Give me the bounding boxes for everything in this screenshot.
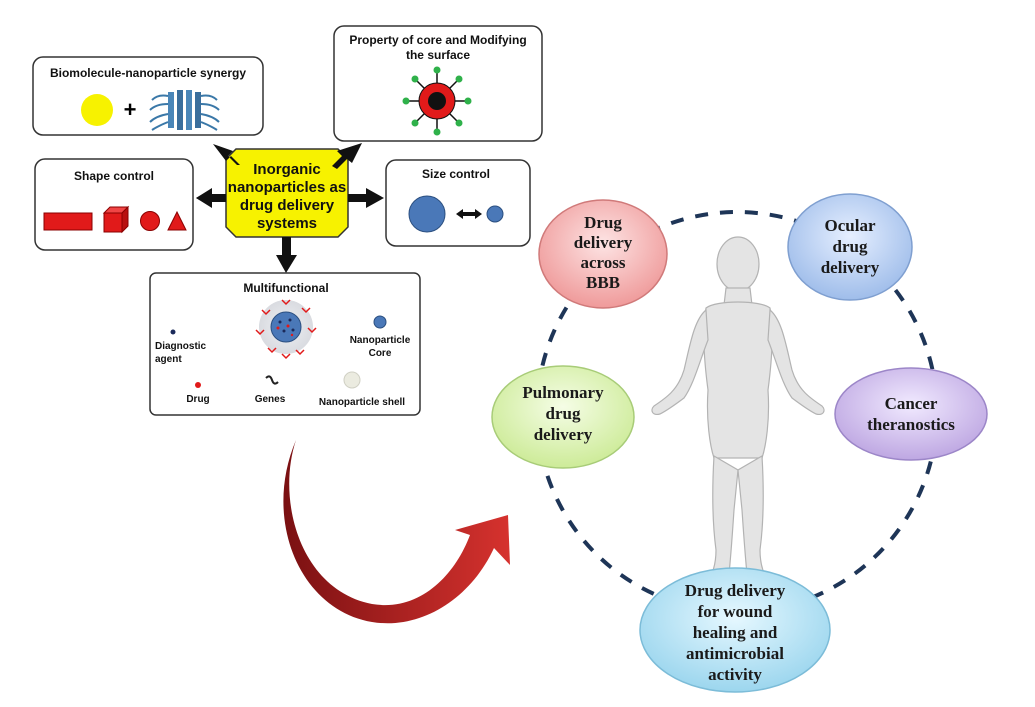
center-arrows: [196, 143, 384, 273]
pulmonary-bubble: Pulmonary drug delivery: [491, 365, 635, 469]
curved-arrow-icon: [283, 440, 510, 624]
diagnostic-label-line2: agent: [155, 354, 182, 365]
ocular-line1: Ocular: [825, 216, 876, 235]
size-control-box: Size control: [385, 159, 531, 247]
pulmonary-line1: Pulmonary: [522, 383, 604, 402]
wound-line4: antimicrobial: [686, 644, 784, 663]
center-line4: systems: [257, 215, 317, 232]
wound-line3: healing and: [693, 623, 778, 642]
cancer-line2: theranostics: [867, 415, 955, 434]
bbb-line3: across: [580, 253, 625, 272]
biomolecule-synergy-box: Biomolecule-nanoparticle synergy +: [32, 56, 264, 136]
property-title-line2: the surface: [406, 48, 470, 62]
surface-modified-nanoparticle-icon: [402, 66, 472, 136]
nanoparticle-shell-icon: [343, 371, 361, 389]
shell-label: Nanoparticle shell: [319, 397, 405, 408]
nanoparticle-core-icon: [373, 315, 387, 329]
plus-icon: +: [124, 97, 137, 122]
diagnostic-label-line1: Diagnostic: [155, 341, 207, 352]
wound-line1: Drug delivery: [685, 581, 786, 600]
wound-bubble: Drug delivery for wound healing and anti…: [639, 567, 831, 693]
bbb-bubble: Drug delivery across BBB: [538, 199, 668, 309]
rod-shape-icon: [43, 212, 93, 231]
diagnostic-agent-icon: [170, 329, 176, 335]
nanoparticle-icon: [81, 94, 113, 126]
wound-line2: for wound: [698, 602, 773, 621]
property-title-line1: Property of core and Modifying: [349, 33, 526, 47]
arrow-upright-icon: [332, 143, 362, 169]
sphere-shape-icon: [140, 211, 160, 231]
drug-icon: [195, 382, 201, 388]
drug-label: Drug: [186, 394, 209, 405]
cube-shape-icon: [102, 205, 130, 234]
bbb-line4: BBB: [586, 273, 620, 292]
biomolecule-icon: [149, 90, 220, 131]
multifunctional-box: Multifunctional Diagnostic agent Nanopar…: [149, 272, 421, 416]
size-control-title: Size control: [422, 167, 490, 181]
ocular-bubble: Ocular drug delivery: [787, 193, 913, 301]
gene-icon: [265, 375, 279, 385]
double-arrow-icon: [456, 209, 482, 219]
shape-control-box: Shape control: [34, 158, 194, 251]
core-label-line1: Nanoparticle: [350, 335, 411, 346]
center-line2: nanoparticles as: [228, 179, 346, 196]
cancer-bubble: Cancer theranostics: [834, 367, 988, 461]
property-core-box: Property of core and Modifying the surfa…: [333, 25, 543, 142]
pulmonary-line3: delivery: [534, 425, 593, 444]
arrow-right-icon: [348, 194, 368, 202]
multifunctional-nanoparticle-icon: [255, 299, 317, 360]
triangle-shape-icon: [167, 210, 187, 231]
center-concept-box: Inorganic nanoparticles as drug delivery…: [225, 148, 349, 238]
shape-control-title: Shape control: [74, 169, 154, 183]
bbb-line1: Drug: [584, 213, 622, 232]
arrow-down-icon: [282, 237, 291, 257]
wound-line5: activity: [708, 665, 762, 684]
core-label-line2: Core: [369, 348, 392, 359]
multifunctional-title: Multifunctional: [243, 281, 328, 295]
pulmonary-line2: drug: [546, 404, 581, 423]
center-line3: drug delivery: [240, 197, 335, 214]
genes-label: Genes: [255, 394, 286, 405]
center-line1: Inorganic: [253, 161, 321, 178]
ocular-line3: delivery: [821, 258, 880, 277]
bbb-line2: delivery: [574, 233, 633, 252]
small-particle-icon: [486, 205, 504, 223]
biomolecule-synergy-title: Biomolecule-nanoparticle synergy: [50, 66, 246, 80]
body-figure-icon: [651, 236, 825, 585]
ocular-line2: drug: [833, 237, 868, 256]
large-particle-icon: [408, 195, 446, 233]
arrow-upleft-icon: [213, 144, 240, 165]
cancer-line1: Cancer: [885, 394, 938, 413]
